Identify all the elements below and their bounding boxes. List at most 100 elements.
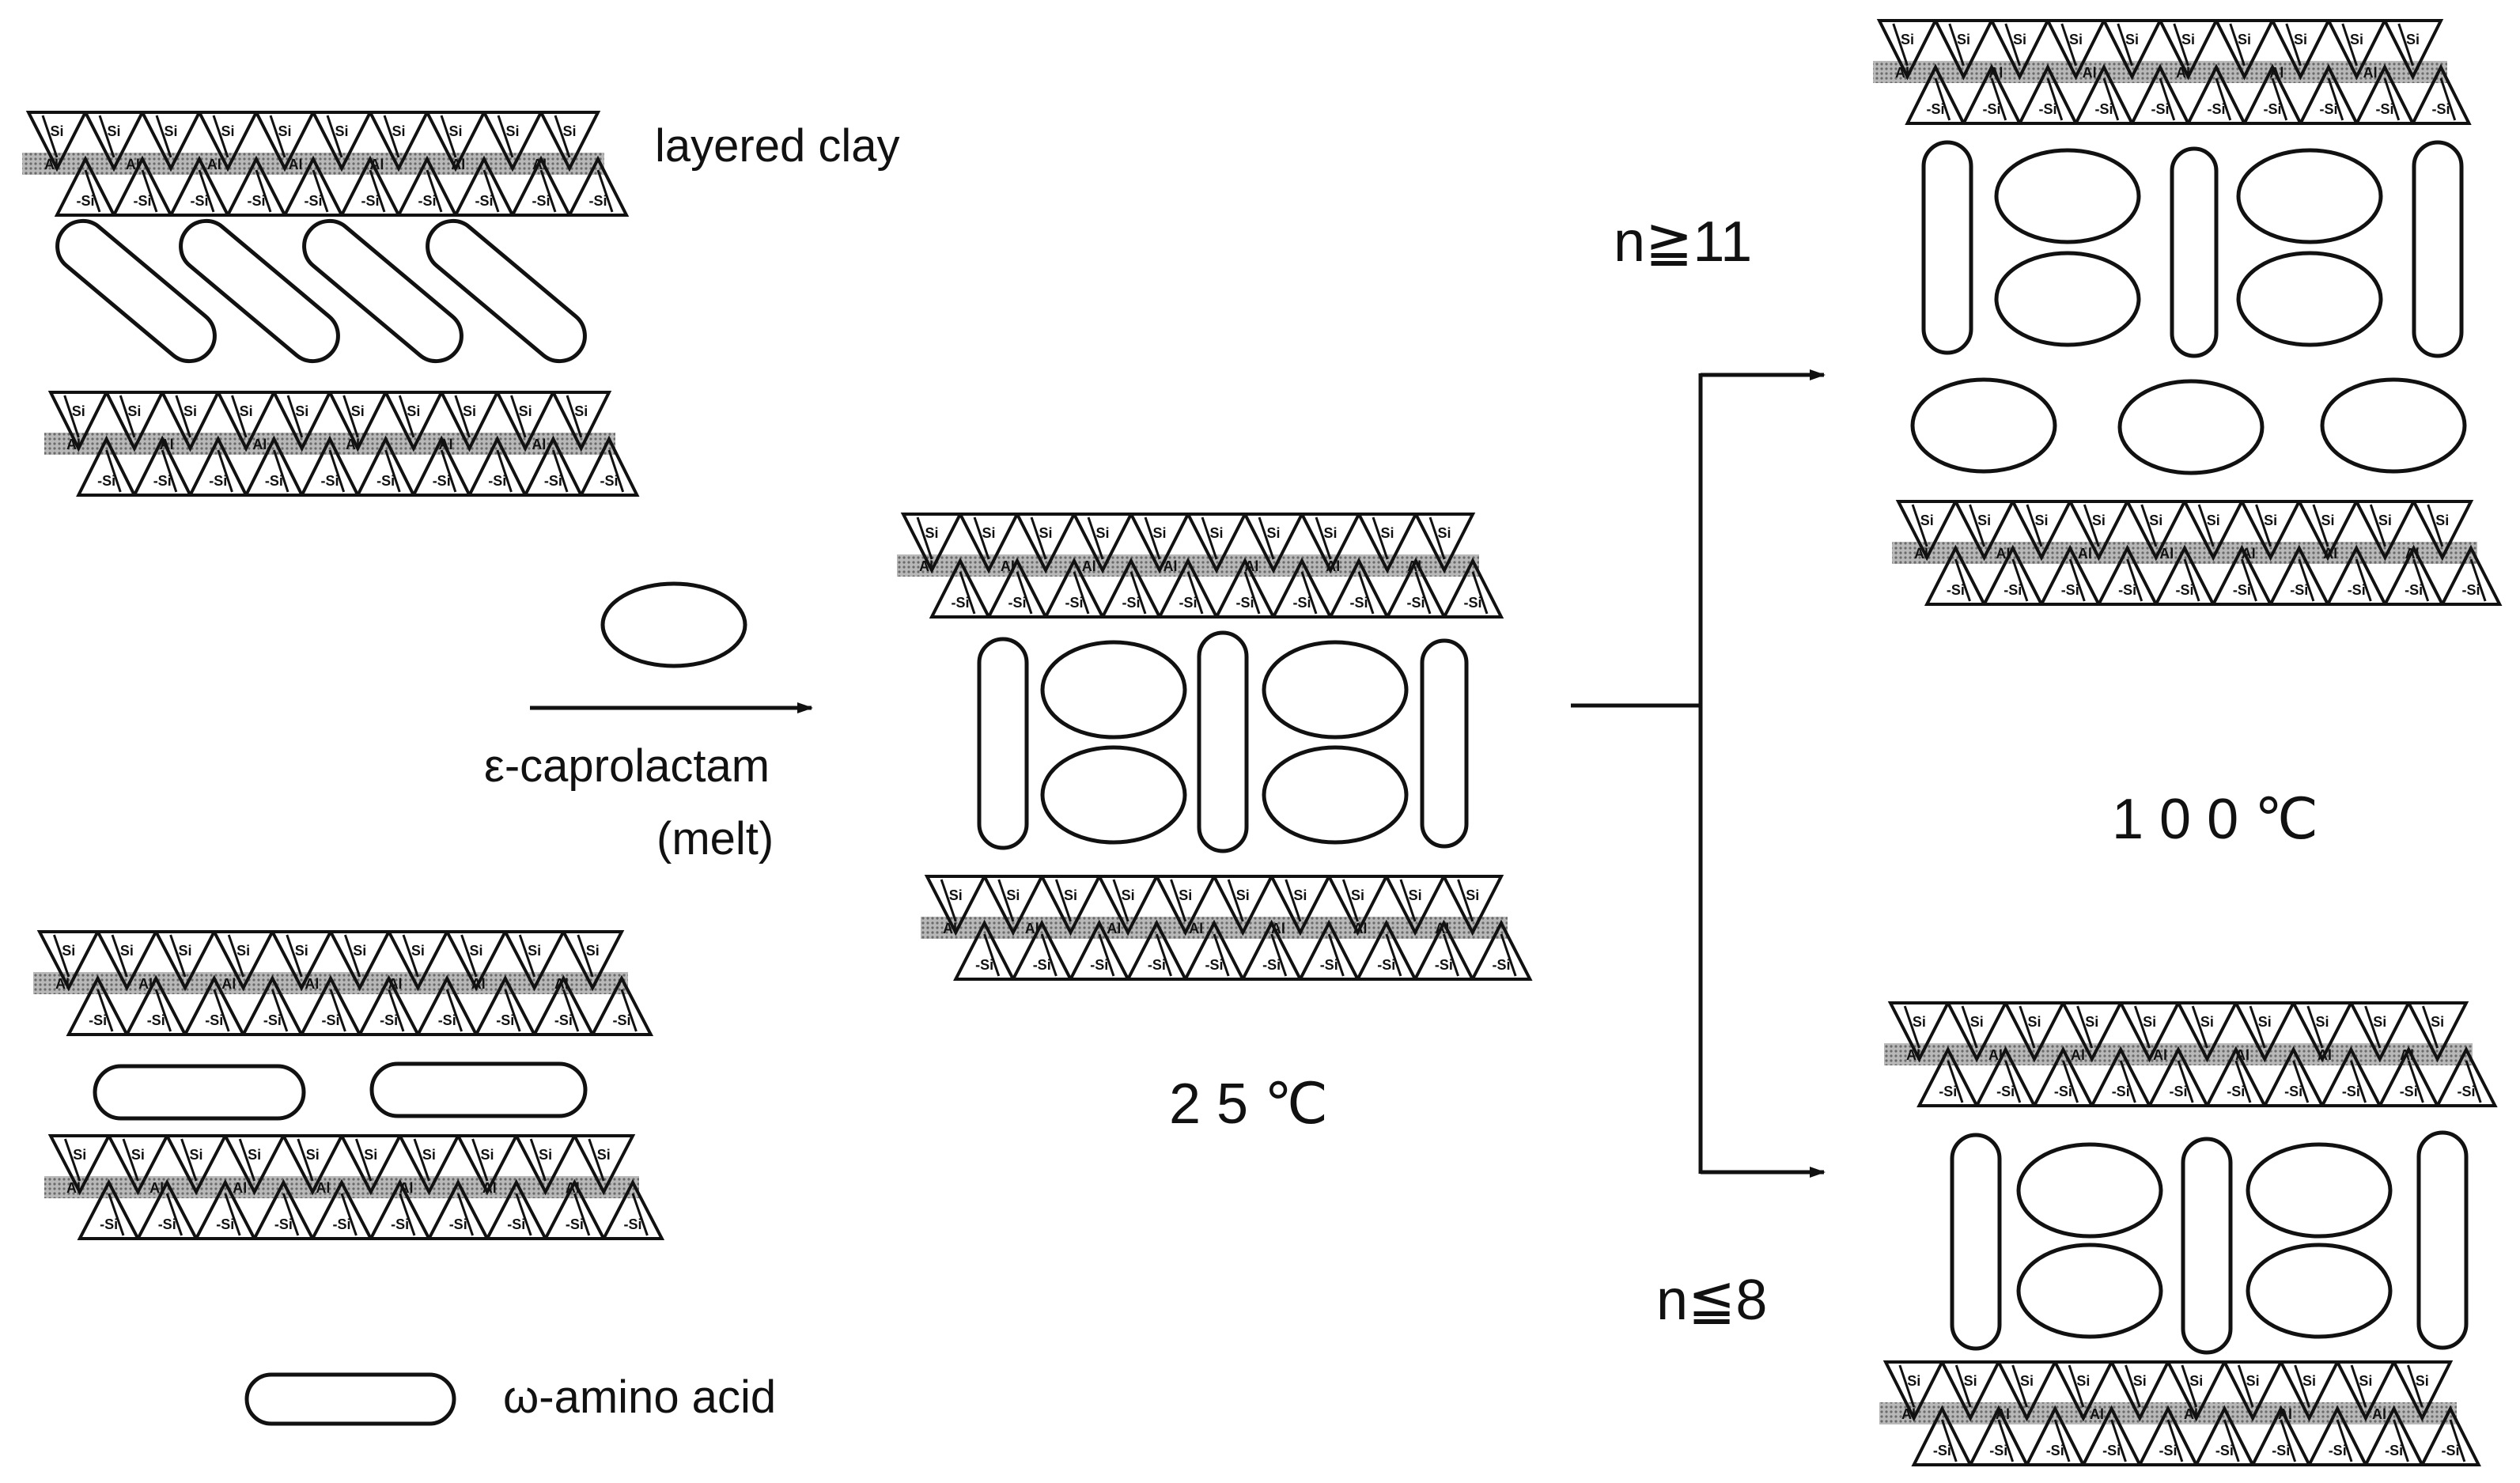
tetrahedron-edge bbox=[180, 1138, 198, 1182]
tetrahedron-edge bbox=[2327, 78, 2344, 121]
tetrahedron-edge bbox=[271, 989, 289, 1032]
tetrahedron-edge bbox=[1258, 516, 1275, 560]
caprolactam-molecule bbox=[2246, 1243, 2393, 1339]
al-atom-label: Al bbox=[1895, 65, 1909, 81]
tetrahedron-edge bbox=[272, 449, 289, 493]
si-atom-label: Si bbox=[1957, 32, 1970, 47]
tetrahedron-edge bbox=[2119, 1060, 2136, 1103]
amino-acid-molecule bbox=[426, 218, 587, 364]
si-atom-label: Si bbox=[1323, 525, 1337, 541]
tetrahedron-edge bbox=[1327, 933, 1345, 977]
si-atom-label: -Si bbox=[274, 1216, 293, 1232]
si-atom-label: -Si bbox=[1435, 957, 1453, 973]
si-atom-label: Si bbox=[2321, 513, 2334, 528]
si-atom-label: -Si bbox=[475, 193, 493, 209]
al-atom-label: Al bbox=[1906, 1047, 1920, 1063]
tetrahedron-edge bbox=[369, 169, 386, 213]
tetrahedron-edge bbox=[456, 1193, 475, 1236]
si-atom-label: Si bbox=[240, 403, 253, 419]
si-atom-label: Si bbox=[353, 943, 366, 959]
si-atom-label: -Si bbox=[76, 193, 94, 209]
si-atom-label: Si bbox=[1236, 887, 1250, 903]
tetrahedron-edge bbox=[2215, 78, 2232, 121]
tetrahedron-edge bbox=[1243, 571, 1261, 615]
tetrahedron-edge bbox=[539, 169, 557, 213]
al-atom-label: Al bbox=[2405, 546, 2420, 562]
tetrahedron-edge bbox=[2053, 1419, 2071, 1462]
tetrahedron-edge bbox=[2004, 1060, 2022, 1103]
tetrahedron-edge bbox=[1990, 78, 2007, 121]
amino-acid-legend-label: ω-amino acid bbox=[503, 1371, 776, 1423]
tetrahedron-edge bbox=[326, 115, 343, 158]
si-atom-label: -Si bbox=[1377, 957, 1395, 973]
si-atom-label: -Si bbox=[380, 1012, 398, 1028]
si-atom-label: Si bbox=[2258, 1014, 2272, 1030]
si-atom-label: -Si bbox=[433, 473, 451, 489]
si-atom-label: Si bbox=[2092, 513, 2106, 528]
tetrahedron-edge bbox=[227, 934, 245, 978]
si-atom-label: Si bbox=[2416, 1373, 2429, 1389]
flat-amino-acids bbox=[93, 1061, 588, 1121]
si-atom-label: Si bbox=[2378, 513, 2392, 528]
tetrahedron-edge bbox=[111, 934, 128, 978]
si-atom-label: Si bbox=[1977, 513, 1991, 528]
tetrahedron-edge bbox=[312, 169, 329, 213]
tetrahedron-edge bbox=[504, 989, 521, 1032]
si-atom-label: Si bbox=[72, 403, 85, 419]
si-atom-label: -Si bbox=[147, 1012, 165, 1028]
al-atom-label: Al bbox=[305, 976, 319, 992]
si-atom-label: -Si bbox=[2263, 101, 2281, 117]
si-atom-label: Si bbox=[2359, 1373, 2372, 1389]
si-atom-label: -Si bbox=[1033, 957, 1051, 973]
tetrahedron-edge bbox=[122, 1138, 139, 1182]
si-atom-label: Si bbox=[392, 123, 405, 139]
si-atom-label: Si bbox=[2406, 32, 2420, 47]
al-atom-label: Al bbox=[482, 1180, 497, 1196]
al-atom-label: Al bbox=[2176, 65, 2190, 81]
tetrahedron-edge bbox=[497, 115, 514, 158]
si-atom-label: Si bbox=[539, 1147, 552, 1163]
si-atom-label: Si bbox=[2435, 513, 2449, 528]
tetrahedron-edge bbox=[2046, 78, 2064, 121]
si-atom-label: Si bbox=[1179, 887, 1192, 903]
tetrahedron-edge bbox=[198, 169, 215, 213]
tetrahedron-edge bbox=[329, 989, 346, 1032]
caprolactam-molecule bbox=[1910, 377, 2057, 474]
tetrahedron-edge bbox=[1934, 78, 1951, 121]
tetrahedron-edge bbox=[63, 1138, 81, 1182]
tetrahedron-edge bbox=[165, 1193, 184, 1236]
si-atom-label: Si bbox=[574, 403, 588, 419]
al-atom-label: Al bbox=[316, 1180, 330, 1196]
si-atom-label: Si bbox=[1409, 887, 1422, 903]
tetrahedron-edge bbox=[1442, 933, 1459, 977]
al-atom-label: Al bbox=[346, 437, 360, 452]
si-atom-label: -Si bbox=[1463, 595, 1481, 611]
si-atom-label: -Si bbox=[507, 1216, 525, 1232]
si-atom-label: -Si bbox=[2038, 101, 2056, 117]
tetrahedron-edge bbox=[342, 395, 359, 438]
si-atom-label: Si bbox=[2294, 32, 2307, 47]
al-atom-label: Al bbox=[2078, 546, 2092, 562]
al-atom-label: Al bbox=[532, 437, 546, 452]
si-atom-label: Si bbox=[925, 525, 938, 541]
tetrahedron-edge bbox=[343, 934, 361, 978]
tetrahedron-edge bbox=[282, 1193, 300, 1236]
amino-acid-molecule bbox=[2181, 1137, 2233, 1355]
al-atom-label: Al bbox=[149, 1180, 164, 1196]
caprolactam-molecule bbox=[1262, 640, 1409, 740]
temperature-100c-label: 1 0 0 ℃ bbox=[2112, 788, 2318, 851]
si-atom-label: Si bbox=[1907, 1373, 1920, 1389]
tetrahedron-edge bbox=[1213, 933, 1230, 977]
caprolactam-molecule bbox=[2246, 1142, 2393, 1239]
tetrahedron-edge bbox=[2255, 504, 2272, 547]
si-atom-label: -Si bbox=[1406, 595, 1425, 611]
si-atom-label: -Si bbox=[391, 1216, 409, 1232]
si-atom-label: -Si bbox=[2054, 1084, 2072, 1099]
si-atom-label: -Si bbox=[133, 193, 151, 209]
si-atom-label: Si bbox=[949, 887, 963, 903]
si-atom-label: -Si bbox=[566, 1216, 584, 1232]
al-atom-label: Al bbox=[439, 437, 453, 452]
tetrahedron-edge bbox=[383, 115, 400, 158]
